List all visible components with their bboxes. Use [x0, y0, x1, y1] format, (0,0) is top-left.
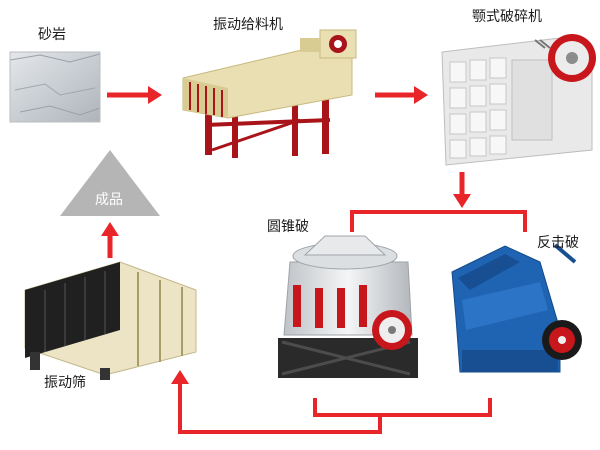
product-triangle — [60, 150, 160, 216]
arrow-feeder-to-jaw — [375, 86, 428, 104]
flow-arrows — [101, 86, 527, 434]
arrow-merge-bracket — [313, 398, 492, 417]
vibrating-feeder-image — [182, 29, 357, 158]
arrow-screen-to-product — [101, 222, 119, 258]
jaw-crusher-image — [441, 34, 596, 166]
impact-crusher-image — [451, 243, 582, 373]
label-impact-crusher: 反击破 — [537, 235, 579, 251]
label-cone-crusher: 圆锥破 — [267, 219, 309, 235]
label-vibrating-screen: 振动筛 — [44, 375, 86, 391]
arrow-jaw-down — [453, 172, 471, 208]
label-jaw-crusher: 颚式破碎机 — [472, 9, 542, 25]
sandstone-image — [9, 51, 101, 123]
arrow-split-bracket — [350, 210, 527, 232]
vibrating-screen-image — [24, 261, 197, 380]
arrow-sandstone-to-feeder — [107, 86, 162, 104]
label-product: 成品 — [95, 192, 123, 208]
label-vibrating-feeder: 振动给料机 — [213, 17, 283, 33]
cone-crusher-image — [278, 235, 418, 378]
arrow-return-to-screen — [171, 370, 382, 434]
label-sandstone: 砂岩 — [38, 27, 66, 43]
